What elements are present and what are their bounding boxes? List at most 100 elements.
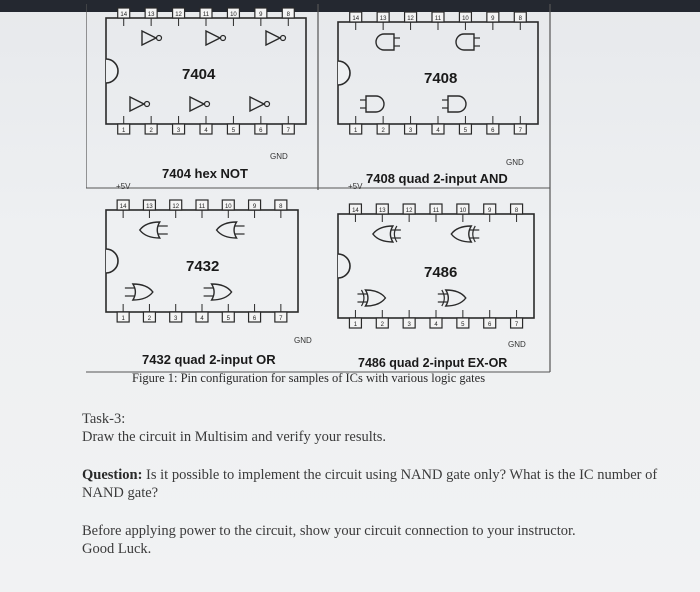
pin-number: 7: [287, 128, 291, 134]
pin-number: 14: [352, 208, 359, 214]
pin-number: 1: [121, 316, 125, 322]
gnd-label-7404: GND: [270, 152, 288, 161]
pin-number: 7: [515, 322, 519, 328]
figure-caption: Figure 1: Pin configuration for samples …: [132, 371, 486, 385]
not-bubble: [155, 34, 163, 42]
pin-number: 2: [149, 128, 153, 134]
pin-number: 13: [146, 204, 153, 210]
pin-number: 5: [227, 316, 231, 322]
task-text-block: Task-3: Draw the circuit in Multisim and…: [82, 410, 662, 558]
and-gate-symbol: [455, 33, 475, 51]
pin-number: 9: [488, 208, 492, 214]
pin-number: 9: [259, 12, 263, 18]
chip-7486-label: 7486: [424, 264, 458, 281]
or-gate-symbol: [210, 283, 233, 301]
pin-number: 11: [199, 204, 206, 210]
pin-number: 8: [515, 208, 519, 214]
pin-number: 13: [148, 12, 155, 18]
question-text: Is it possible to implement the circuit …: [82, 467, 658, 501]
pin-number: 13: [379, 208, 386, 214]
or-gate-symbol: [138, 221, 162, 239]
xor-extra-arc: [441, 289, 445, 307]
pin-number: 11: [433, 208, 440, 214]
chip-notch: [105, 58, 119, 84]
pin-number: 12: [406, 208, 413, 214]
vcc-label-7408: +5V: [348, 182, 363, 191]
pin-number: 2: [381, 322, 385, 328]
pin-number: 12: [175, 12, 182, 18]
not-gate-symbol: [129, 95, 146, 113]
task-heading: Task-3:: [82, 411, 126, 427]
pin-number: 3: [407, 322, 411, 328]
pin-number: 3: [177, 128, 181, 134]
chip-7486: 14 1 13 2 12 3 11 4 10 5 9 6 8 7: [337, 203, 535, 329]
pin-number: 1: [354, 128, 358, 134]
pin-number: 6: [259, 128, 263, 134]
gnd-label-7486: GND: [508, 340, 526, 349]
chip-notch: [337, 253, 351, 279]
and-gate-symbol: [375, 33, 395, 51]
pin-number: 1: [122, 128, 126, 134]
not-gate-symbol: [189, 95, 206, 113]
pin-number: 14: [352, 16, 359, 22]
pin-number: 5: [232, 128, 236, 134]
not-bubble: [219, 34, 227, 42]
pin-number: 1: [354, 322, 358, 328]
caption-7404: 7404 hex NOT: [162, 166, 248, 181]
xor-extra-arc: [472, 225, 476, 243]
pin-number: 8: [519, 16, 523, 22]
vcc-label-7432: +5V: [116, 182, 131, 191]
caption-7486: 7486 quad 2-input EX-OR: [358, 356, 508, 370]
pin-number: 4: [436, 128, 440, 134]
pin-number: 7: [279, 316, 283, 322]
or-gate-symbol: [372, 225, 395, 243]
pin-number: 12: [172, 204, 179, 210]
pin-number: 14: [120, 204, 127, 210]
question-label: Question:: [82, 467, 143, 483]
pin-number: 11: [435, 16, 442, 22]
xor-extra-arc: [393, 225, 398, 243]
pin-number: 5: [464, 128, 468, 134]
question-paragraph: Question: Is it possible to implement th…: [82, 466, 662, 502]
pin-number: 4: [204, 128, 208, 134]
chip-7404-label: 7404: [182, 66, 216, 83]
chip-notch: [105, 248, 119, 274]
xor-extra-arc: [360, 289, 365, 307]
not-gate-symbol: [141, 29, 158, 47]
gnd-label-7432: GND: [294, 336, 312, 345]
not-bubble: [143, 100, 151, 108]
pin-number: 6: [488, 322, 492, 328]
or-gate-symbol: [364, 289, 387, 307]
pin-number: 5: [461, 322, 465, 328]
chip-7432-label: 7432: [186, 258, 220, 275]
caption-7408: 7408 quad 2-input AND: [366, 171, 508, 186]
not-gate-symbol: [249, 95, 266, 113]
pin-number: 13: [380, 16, 387, 22]
caption-7432: 7432 quad 2-input OR: [142, 352, 276, 367]
pin-number: 4: [434, 322, 438, 328]
gnd-label-7408: GND: [506, 158, 524, 167]
pin-number: 14: [120, 12, 127, 18]
pin-number: 9: [253, 204, 257, 210]
pin-number: 10: [460, 208, 467, 214]
pin-number: 11: [203, 12, 210, 18]
chip-7408-label: 7408: [424, 70, 458, 87]
and-gate-symbol: [447, 95, 467, 113]
ic-diagram-svg: 1411321231141059687141132123114105968714…: [86, 4, 551, 373]
or-gate-symbol: [450, 225, 473, 243]
pin-number: 8: [279, 204, 283, 210]
pin-number: 2: [148, 316, 152, 322]
not-bubble: [203, 100, 211, 108]
not-bubble: [263, 100, 271, 108]
not-gate-symbol: [205, 29, 222, 47]
task-instruction: Draw the circuit in Multisim and verify …: [82, 429, 387, 445]
pin-number: 8: [287, 12, 291, 18]
pin-number: 6: [253, 316, 257, 322]
pin-number: 4: [200, 316, 204, 322]
not-bubble: [279, 34, 287, 42]
pin-number: 9: [491, 16, 495, 22]
or-gate-symbol: [215, 221, 238, 239]
